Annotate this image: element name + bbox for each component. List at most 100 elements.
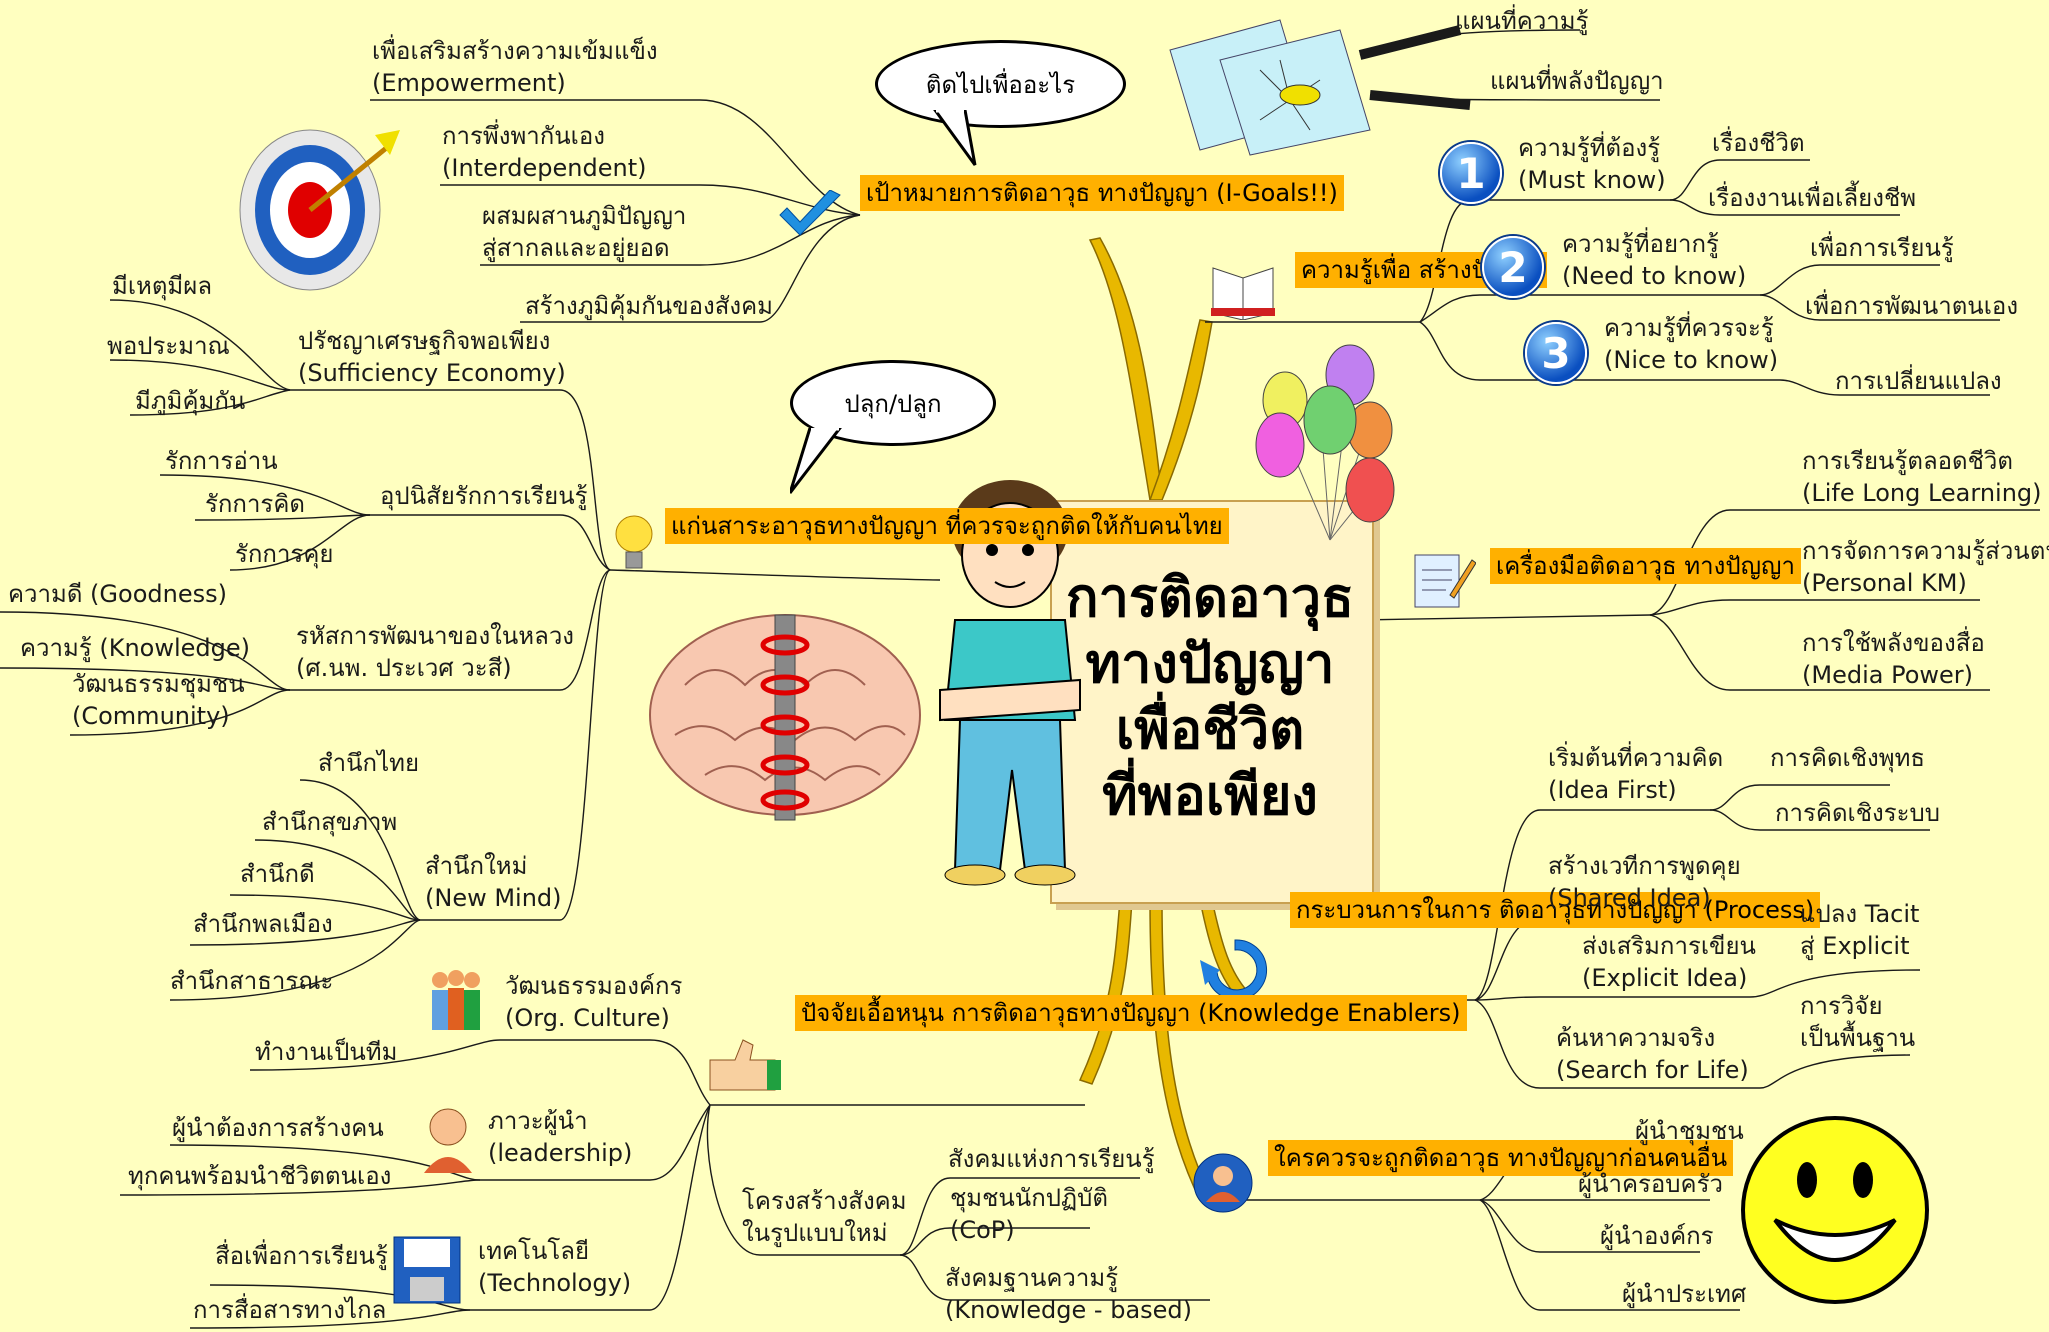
sub-item: การสื่อสารทางไกล xyxy=(193,1296,387,1324)
core-sufficiency: ปรัชญาเศรษฐกิจพอเพียง(Sufficiency Econom… xyxy=(298,327,566,387)
who-item: ผู้นำองค์กร xyxy=(1600,1222,1714,1250)
line-learning-2 xyxy=(194,514,371,521)
line-goals-2 xyxy=(440,184,861,216)
knowledge-level: ความรู้ที่ต้องรู้(Must know) xyxy=(1518,134,1666,194)
branch-goals xyxy=(1088,237,1163,501)
line-leader-2 xyxy=(119,1179,481,1196)
sub-item: รักการอ่าน xyxy=(165,447,278,475)
tool-item: การใช้พลังของสื่อ(Media Power) xyxy=(1802,629,1985,689)
brain-illustration xyxy=(649,614,921,821)
book-icon xyxy=(1211,267,1275,320)
branch-knowledge xyxy=(1148,319,1213,501)
sub-item: รักการคุย xyxy=(235,540,334,568)
line-struct-3 xyxy=(899,1254,1210,1301)
sub-item: สำนึกพลเมือง xyxy=(193,910,333,938)
title-scroll xyxy=(1050,500,1374,904)
enabler-technology: เทคโนโลยี(Technology) xyxy=(478,1237,632,1297)
map-item: แผนที่ความรู้ xyxy=(1455,7,1589,35)
sub-item: เพื่อการพัฒนาตนเอง xyxy=(1805,292,2019,320)
line-mind-5 xyxy=(169,919,421,1001)
number-2-icon: 2 xyxy=(1482,236,1544,298)
process-item: สร้างเวทีการพูดคุย(Shared Idea) xyxy=(1548,852,1741,912)
line-suff-1 xyxy=(109,299,291,391)
line-k2-1 xyxy=(1759,264,1940,296)
sub-item: พอประมาณ xyxy=(107,332,230,360)
line-k2 xyxy=(1419,294,1760,323)
line-who-3 xyxy=(1479,1199,1700,1253)
sub-item: มีเหตุมีผล xyxy=(112,272,213,300)
line-goals-1 xyxy=(370,99,861,216)
line-learning-3 xyxy=(229,514,371,571)
line-tools-2 xyxy=(1649,599,1980,616)
sub-item: สื่อเพื่อการเรียนรู้ xyxy=(215,1242,388,1270)
branch-enablers xyxy=(1078,899,1133,1085)
sub-item: สำนึกสาธารณะ xyxy=(170,967,334,995)
line-code-3 xyxy=(69,689,291,736)
line-k3 xyxy=(1419,321,1780,381)
line-learning xyxy=(370,514,611,571)
who-item: ผู้นำครอบครัว xyxy=(1578,1170,1723,1198)
sub-item: สำนึกไทย xyxy=(318,749,420,777)
line-goals-4 xyxy=(520,214,861,323)
title-line-2: ทางปัญญา xyxy=(1085,632,1335,695)
title-line-1: การติดอาวุธ xyxy=(1065,566,1355,629)
leader-icon xyxy=(424,1108,472,1173)
line-core-hub xyxy=(609,569,941,581)
line-code-1 xyxy=(0,611,291,691)
sub-item: เรื่องชีวิต xyxy=(1712,129,1805,157)
number-1-icon: 1 xyxy=(1440,142,1502,204)
sub-item: สำนึกสุขภาพ xyxy=(262,808,398,836)
notepad-icon xyxy=(1414,554,1476,608)
title-line-3: เพื่อชีวิต xyxy=(1115,698,1305,761)
sub-item: ความดี (Goodness) xyxy=(8,580,227,608)
checkmark-icon xyxy=(779,190,841,236)
line-leader-1 xyxy=(169,1144,481,1181)
sub-item: ทำงานเป็นทีม xyxy=(255,1038,398,1066)
bubble-why: ติดไปเพื่ออะไร xyxy=(875,40,1126,128)
line-p1-2 xyxy=(1709,809,1930,831)
line-mind-1 xyxy=(299,779,421,921)
line-map-2b xyxy=(1369,94,1661,101)
line-p3 xyxy=(1474,996,1750,1001)
sub-item: ผู้นำต้องการสร้างคน xyxy=(172,1114,384,1142)
line-suff-3 xyxy=(129,389,291,416)
goal-item: สร้างภูมิคุ้มกันของสังคม xyxy=(525,292,773,320)
line-learning-1 xyxy=(159,474,371,516)
enabler-culture: วัฒนธรรมองค์กร(Org. Culture) xyxy=(505,972,683,1032)
sub-item: การคิดเชิงระบบ xyxy=(1775,799,1940,827)
line-struct-2 xyxy=(899,1227,1090,1256)
line-k1-2 xyxy=(1669,199,1900,216)
sub-item: รักการคิด xyxy=(205,490,305,518)
line-mind-3 xyxy=(229,894,421,921)
line-map-1b xyxy=(1359,29,1581,56)
line-who-4 xyxy=(1479,1199,1740,1311)
hub-enablers: ปัจจัยเอื้อหนุน การติดอาวุธทางปัญญา (Kno… xyxy=(795,995,1467,1031)
line-k3-1 xyxy=(1779,379,1990,396)
line-map-1 xyxy=(1358,25,1462,60)
line-culture xyxy=(500,1039,711,1106)
tool-item: การเรียนรู้ตลอดชีวิต(Life Long Learning) xyxy=(1802,447,2042,507)
person-avatar-icon xyxy=(1193,1153,1253,1213)
who-item: ผู้นำชุมชน xyxy=(1635,1117,1744,1145)
sub-item: ทุกคนพร้อมนำชีวิตตนเอง xyxy=(128,1162,392,1190)
refresh-icon xyxy=(1200,939,1268,1001)
floppy-disk-icon xyxy=(393,1236,461,1304)
process-item: ส่งเสริมการเขียน(Explicit Idea) xyxy=(1582,932,1756,992)
sub-item: การวิจัยเป็นพื้นฐาน xyxy=(1800,992,1916,1052)
line-goals-3 xyxy=(480,214,861,266)
line-k2-2 xyxy=(1759,294,2000,321)
enabler-leadership: ภาวะผู้นำ(leadership) xyxy=(488,1107,633,1167)
line-mind-4 xyxy=(189,919,421,946)
map-item: แผนที่พลังปัญญา xyxy=(1490,67,1664,95)
line-suff-2 xyxy=(109,359,291,391)
number-3-icon: 3 xyxy=(1525,322,1587,384)
sub-item: เพื่อการเรียนรู้ xyxy=(1810,234,1954,262)
sub-item: วัฒนธรรมชุมชน(Community) xyxy=(72,670,245,730)
line-p4 xyxy=(1474,999,1760,1089)
balloons-icon xyxy=(1255,344,1395,541)
lightbulb-icon xyxy=(615,515,653,569)
line-tools-3 xyxy=(1649,614,1990,691)
bubble-wake-tail xyxy=(790,428,842,494)
